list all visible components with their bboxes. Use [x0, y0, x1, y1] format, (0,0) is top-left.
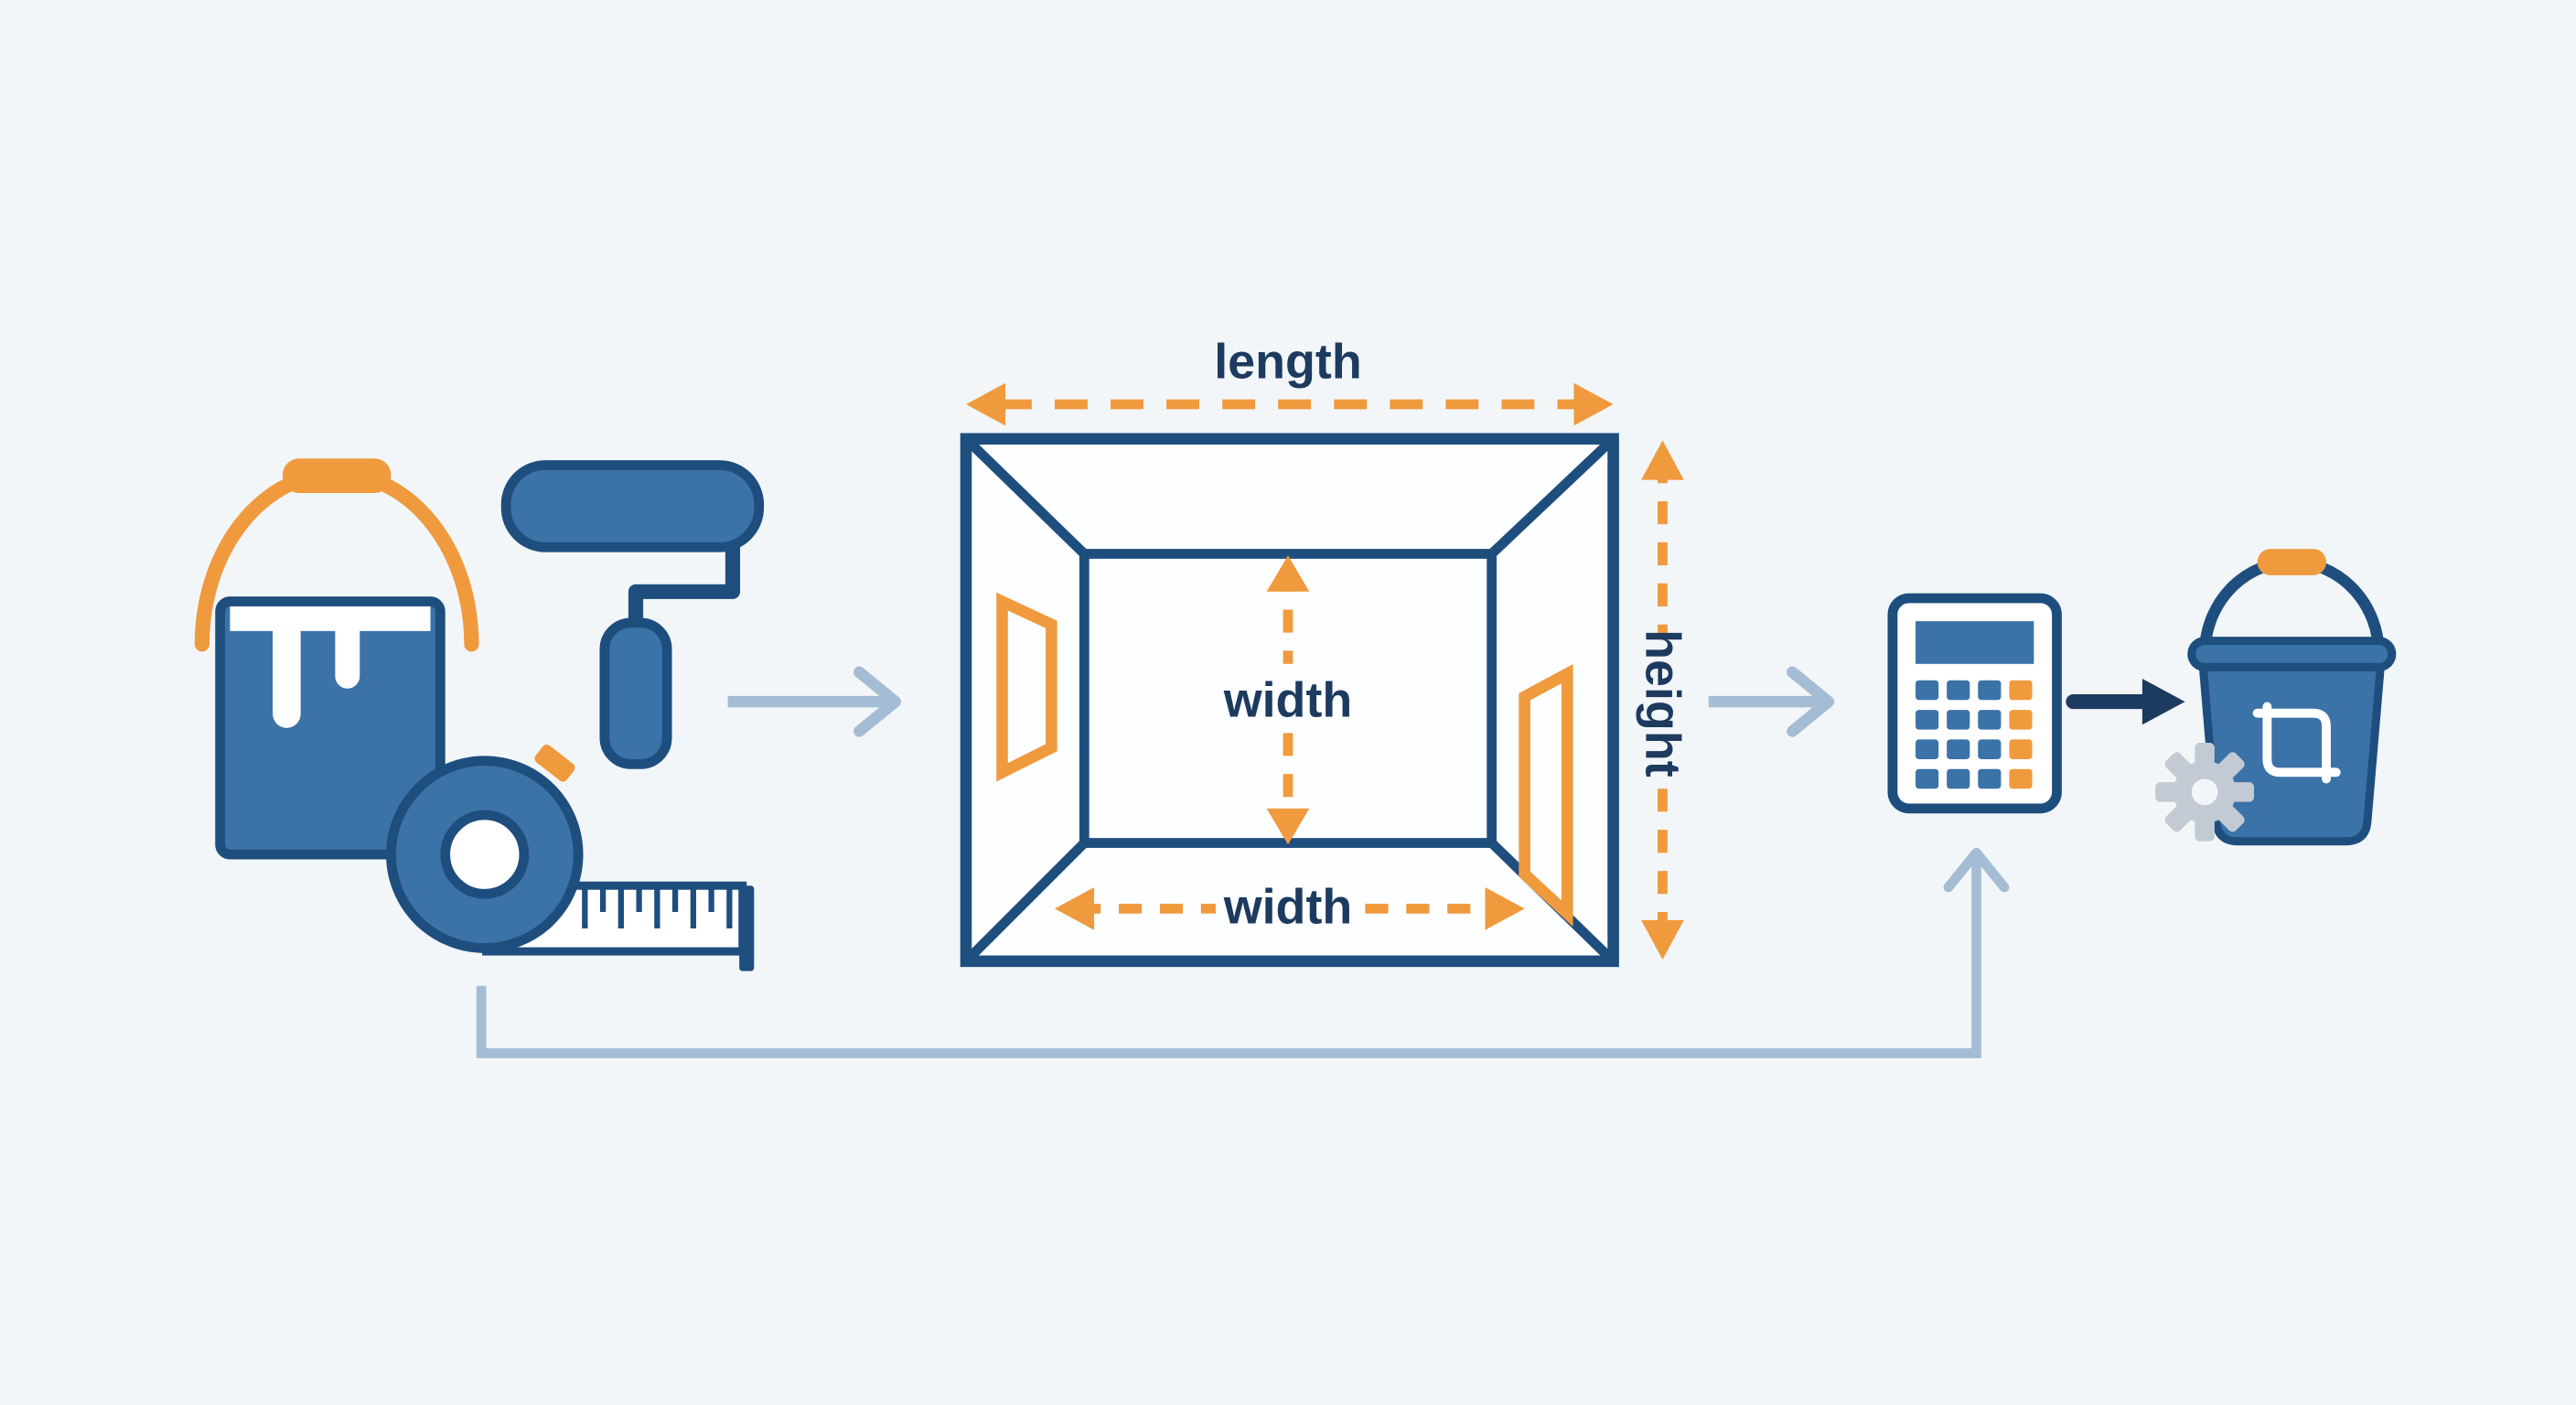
height-dimension: height	[1629, 440, 1696, 960]
length-label: length	[1214, 334, 1362, 389]
calculator-keypad	[1916, 680, 2033, 789]
paint-roller-icon	[500, 460, 765, 769]
height-label: height	[1635, 629, 1690, 778]
result-paint-bucket-icon	[2155, 549, 2397, 846]
paint-bucket-icon	[194, 458, 479, 860]
ruler-ticks	[582, 888, 733, 928]
paint-drip	[335, 606, 360, 689]
bucket-handle-grip	[2257, 549, 2327, 575]
room-perspective-lines	[962, 434, 1617, 965]
width-floor-label: width	[1223, 880, 1353, 935]
tape-end-hook	[739, 885, 755, 971]
length-dimension: length	[966, 334, 1614, 426]
calculator-icon	[1887, 593, 2062, 814]
flow-arrow-tools-to-room	[727, 666, 902, 737]
gear-icon	[2155, 743, 2255, 842]
bucket-handle-grip	[282, 458, 392, 494]
flow-arrow-room-to-calculator	[1708, 666, 1835, 737]
flow-arrow-calculator-to-result	[2066, 678, 2185, 725]
feedback-arrow-icon	[476, 847, 2010, 1058]
width-dimension-floor: width	[1054, 874, 1525, 944]
room-dimension-diagram: length width width height	[960, 334, 1696, 968]
paint-drip	[230, 606, 431, 631]
width-dimension-center: width	[1218, 555, 1358, 845]
tape-measure-icon	[386, 744, 755, 971]
paint-drip	[273, 606, 301, 728]
calculator-screen	[1916, 621, 2034, 664]
window-icon	[996, 592, 1057, 782]
width-center-label: width	[1223, 672, 1353, 727]
crop-icon	[2252, 702, 2341, 784]
tape-clip	[534, 744, 575, 782]
door-icon	[1519, 664, 1573, 928]
